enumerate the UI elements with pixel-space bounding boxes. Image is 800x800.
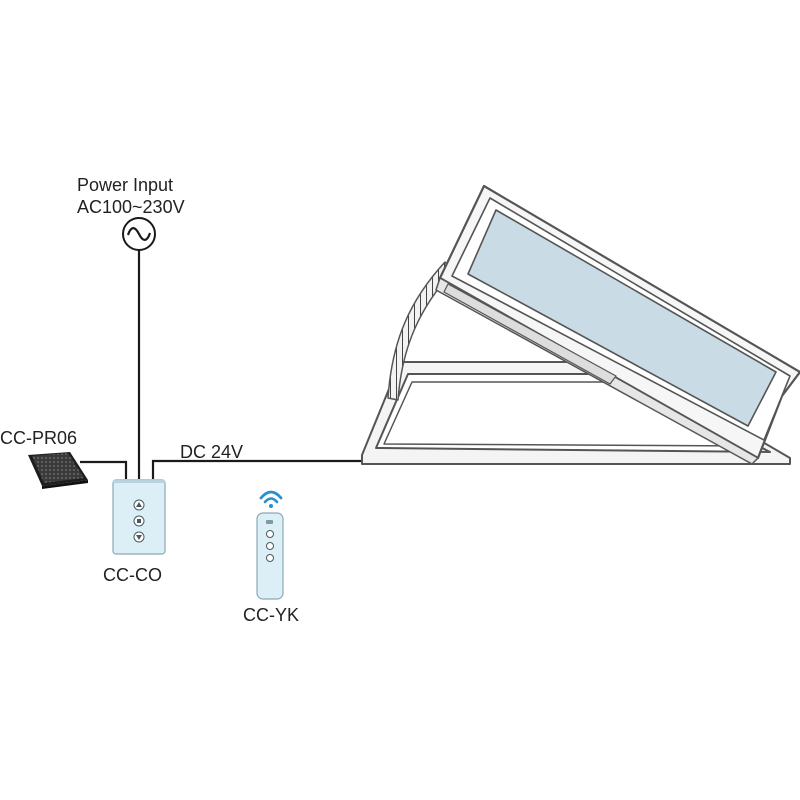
wireless-signal-icon	[259, 490, 283, 508]
sensor-label: CC-PR06	[0, 428, 78, 448]
sensor-wire	[80, 460, 128, 479]
remote-label: CC-YK	[243, 605, 300, 625]
cc-pr06-sensor	[28, 452, 88, 489]
sine-wave-circle-icon	[126, 227, 152, 241]
cc-yk-remote	[256, 512, 284, 600]
ac-voltage-label: AC100~230V	[77, 197, 185, 217]
dc-voltage-label: DC 24V	[180, 442, 244, 462]
power-input-label: Power Input	[77, 175, 174, 195]
wiring	[80, 250, 370, 479]
up-arrow-icon	[133, 499, 145, 511]
down-arrow-icon	[133, 531, 145, 543]
stop-icon	[133, 515, 145, 527]
dc-wire	[151, 459, 370, 479]
ac-power-symbol	[122, 217, 156, 251]
skylight-window	[361, 184, 800, 465]
cc-co-wall-switch	[112, 479, 166, 555]
glass-pane	[467, 209, 777, 427]
controller-label: CC-CO	[103, 565, 162, 585]
